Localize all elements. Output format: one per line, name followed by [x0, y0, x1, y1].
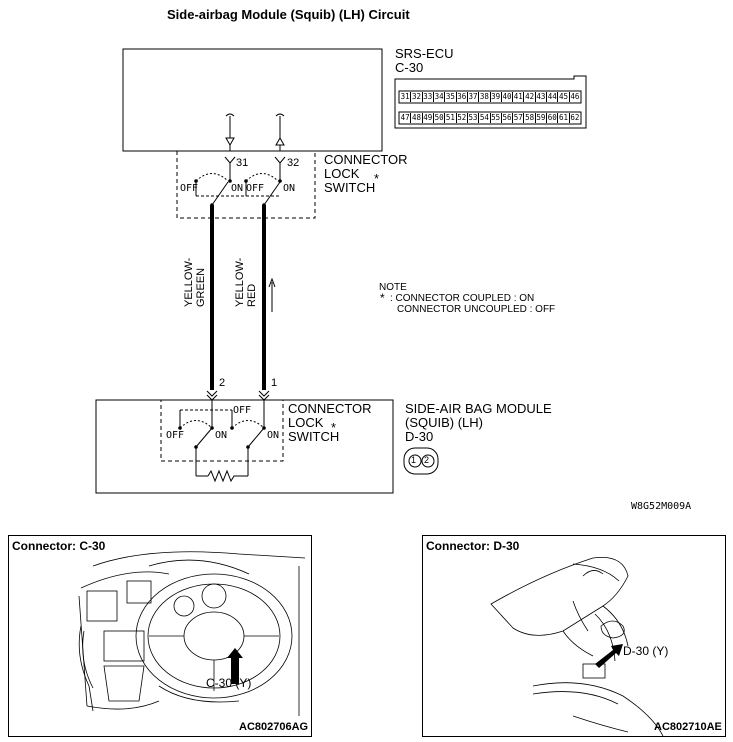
- ecu-connector-pin-31: 31: [400, 92, 410, 101]
- ecu-connector-pin-40: 40: [500, 92, 512, 102]
- ecu-connector-pin-53: 53: [466, 113, 478, 123]
- ecu-connector-pin-46: 46: [568, 92, 580, 102]
- ecu-connector-pin-32: 32: [410, 92, 421, 102]
- ecu-connector-pin-42: 42: [523, 92, 535, 102]
- airbag-module-box: [95, 399, 394, 494]
- module-name-1: SIDE-AIR BAG MODULE: [405, 401, 552, 416]
- ecu-connector-pin-58: 58: [523, 113, 535, 123]
- dashboard-illustration: [78, 551, 306, 716]
- upper-switch-text-3: SWITCH: [324, 180, 376, 195]
- ecu-box: [122, 48, 383, 152]
- ecu-connector-pin-56: 56: [500, 113, 512, 123]
- figure-id: W8G52M009A: [631, 501, 692, 512]
- upper-off-label-1: OFF: [180, 183, 199, 194]
- ecu-connector-pin-48: 48: [410, 113, 421, 123]
- ecu-connector-pin-49: 49: [421, 113, 433, 123]
- module-pin-2: 2: [219, 377, 226, 389]
- ecu-connector-pin-61: 61: [557, 113, 569, 123]
- panel-d30-title: Connector: D-30: [426, 539, 520, 553]
- lower-switch-text-2: LOCK: [288, 415, 324, 430]
- ecu-connector-pin-39: 39: [489, 92, 501, 102]
- module-name-2: (SQUIB) (LH): [405, 415, 483, 430]
- upper-switch-star: *: [374, 171, 380, 186]
- module-code: D-30: [405, 429, 434, 444]
- lower-switch-text-1: CONNECTOR: [288, 401, 372, 416]
- upper-switch-text-2: LOCK: [324, 166, 360, 181]
- lower-switch-text-3: SWITCH: [288, 429, 340, 444]
- lower-on-label-2: ON: [267, 430, 280, 441]
- upper-on-label-2: ON: [283, 183, 296, 194]
- wire-label-right-2: RED: [246, 283, 258, 307]
- ecu-connector-pin-52: 52: [455, 113, 467, 123]
- note-line-2: CONNECTOR UNCOUPLED : OFF: [397, 304, 556, 315]
- note-star: *: [380, 291, 385, 305]
- diagram-title: Side-airbag Module (Squib) (LH) Circuit: [167, 7, 410, 22]
- ecu-connector-pin-37: 37: [466, 92, 478, 102]
- ecu-connector-pin-62: 62: [568, 113, 580, 123]
- ecu-connector-pin-55: 55: [489, 113, 501, 123]
- upper-switch-text-1: CONNECTOR: [324, 152, 408, 167]
- d30-pin-2: 2: [424, 455, 430, 465]
- module-pin-1: 1: [271, 377, 278, 389]
- ecu-connector-pin-43: 43: [534, 92, 546, 102]
- upper-on-label-1: ON: [231, 183, 244, 194]
- note-head: NOTE: [379, 282, 407, 293]
- ecu-code: C-30: [395, 60, 424, 75]
- panel-c30-callout: C-30 (Y): [206, 676, 252, 690]
- note-line-1: : CONNECTOR COUPLED : ON: [390, 293, 535, 304]
- ecu-connector-pin-36: 36: [455, 92, 467, 102]
- ecu-connector-pin-51: 51: [444, 113, 455, 123]
- ecu-pin-32: 32: [287, 157, 300, 169]
- panel-c30-code: AC802706AG: [239, 721, 309, 733]
- ecu-connector-pin-38: 38: [478, 92, 489, 102]
- ecu-connector-pin-44: 44: [546, 92, 557, 102]
- ecu-connector-pin-47: 47: [400, 113, 410, 122]
- ecu-connector-pin-35: 35: [444, 92, 455, 102]
- d30-connector-face: [403, 447, 439, 475]
- lower-lock-switch: [179, 400, 265, 483]
- lower-switch-dots: [178, 426, 266, 449]
- upper-connector-dashed-box: [176, 150, 316, 219]
- wire-label-left-1: YELLOW-: [183, 257, 195, 307]
- ecu-connector-pin-33: 33: [421, 92, 433, 102]
- upper-lock-switch: [195, 156, 286, 206]
- lower-off-label-top: OFF: [233, 405, 252, 416]
- connector-panel-d30: Connector: D-30 D-30 (Y) AC802710AE: [422, 535, 726, 737]
- connector-panel-c30: Connector: C-30: [8, 535, 312, 737]
- panel-d30-code: AC802710AE: [654, 721, 722, 733]
- d30-pin-1: 1: [411, 455, 417, 465]
- ecu-connector-pin-54: 54: [478, 113, 489, 123]
- ecu-connector-pin-34: 34: [432, 92, 444, 102]
- ecu-connector-pin-60: 60: [546, 113, 557, 123]
- ecu-connector-pin-45: 45: [557, 92, 569, 102]
- ecu-connector-pin-57: 57: [512, 113, 523, 123]
- ecu-connector-pin-50: 50: [432, 113, 444, 123]
- lower-off-label-left: OFF: [166, 430, 185, 441]
- lower-on-label-1: ON: [215, 430, 228, 441]
- panel-c30-title: Connector: C-30: [12, 539, 106, 553]
- panel-d30-callout: D-30 (Y): [623, 644, 669, 658]
- wire-label-left-2: GREEN: [195, 267, 207, 307]
- lower-switch-star: *: [331, 420, 337, 435]
- lower-pin-arrows: [206, 390, 270, 401]
- ecu-pin-31: 31: [236, 157, 249, 169]
- ecu-terminal-symbols: [225, 113, 285, 151]
- seat-illustration: [490, 557, 664, 736]
- ecu-connector-pin-59: 59: [534, 113, 546, 123]
- ecu-connector-pin-41: 41: [512, 92, 523, 102]
- wire-label-right-1: YELLOW-: [234, 257, 246, 307]
- ecu-name: SRS-ECU: [395, 46, 454, 61]
- current-arrow: [268, 277, 276, 312]
- upper-off-label-2: OFF: [246, 183, 265, 194]
- ecu-connector-face: [394, 75, 587, 129]
